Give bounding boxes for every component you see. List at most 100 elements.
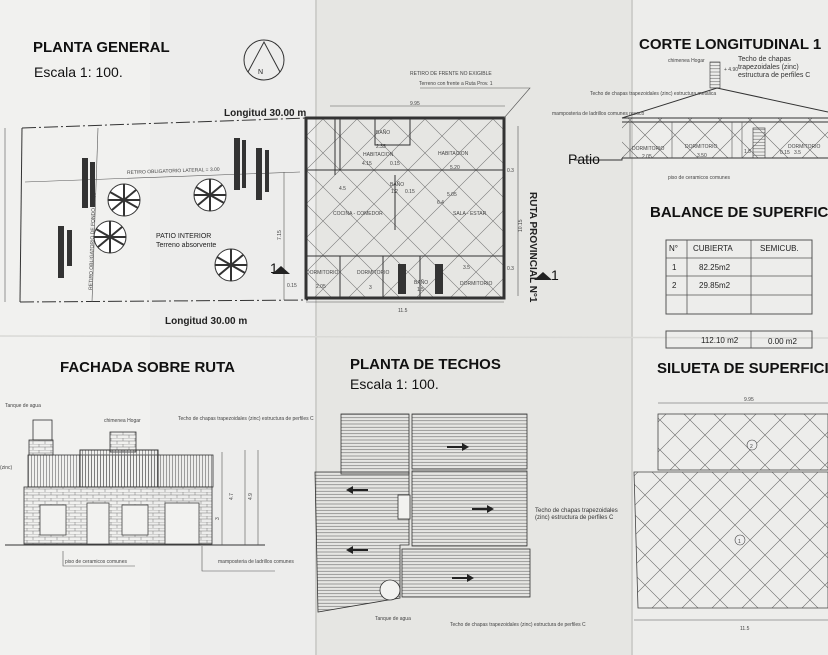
- mamposteria-label: mamposteria de ladrillos comunes revoco: [552, 111, 644, 117]
- dim: 3: [215, 517, 221, 520]
- height-label: + 4.90: [724, 67, 738, 73]
- retiro-lateral-label: RETIRO OBLIGATORIO LATERAL = 3.00: [127, 167, 220, 176]
- corte-room-dormitorio-1: DORMITORIO: [632, 146, 665, 152]
- arrow-left-icon: [346, 486, 368, 494]
- dim: 2.05: [642, 154, 652, 160]
- dim-front-b: 0.3: [507, 266, 514, 272]
- dim: 1.5: [417, 287, 424, 293]
- header-cubierta: CUBIERTA: [693, 244, 733, 253]
- patio-label: Patio: [568, 151, 600, 167]
- cell: 1: [672, 263, 677, 272]
- dim: 3.50: [697, 153, 707, 159]
- room-bano-1: BAÑO: [376, 129, 390, 136]
- fold-line: [0, 335, 828, 339]
- cell: 29.85m2: [699, 281, 731, 290]
- zone-1: [633, 471, 828, 609]
- dim-lot-depth: 7.15: [277, 230, 283, 240]
- room-cocina-comedor: COCINA - COMEDOR: [333, 211, 383, 217]
- planta-general-scale: Escala 1: 100.: [34, 64, 123, 80]
- room-habitacion-1: HABITACION: [363, 152, 394, 158]
- room-labels: BAÑO 2.35 HABITACION 4.15 0.15 HABITACIO…: [306, 129, 493, 293]
- total-semicub: 0.00 m2: [768, 337, 797, 346]
- arrow-right-icon: [472, 505, 494, 513]
- dim-front-a: 0.3: [507, 168, 514, 174]
- arrow-right-icon: [447, 443, 469, 451]
- hedges: [58, 138, 269, 278]
- room-dormitorio-3: DORMITORIO: [460, 281, 493, 287]
- corte-title: CORTE LONGITUDINAL 1: [639, 36, 821, 53]
- room-bano-2: BAÑO: [390, 181, 404, 188]
- section-mark-right: 1: [551, 267, 559, 283]
- dim: 0.15: [780, 150, 790, 156]
- dim: 1.5: [744, 149, 751, 155]
- techo-label: Techo de chapas trapezoidales (zinc) est…: [178, 416, 314, 422]
- terreno-absorvente-label: Terreno absorvente: [156, 242, 216, 249]
- planta-general-title: PLANTA GENERAL: [33, 39, 170, 56]
- piso-label: piso de ceramicos comunes: [668, 175, 730, 181]
- balance-table: N° CUBIERTA SEMICUB. 1 82.25m2 2 29.85m2…: [665, 239, 813, 349]
- techos-title: PLANTA DE TECHOS: [350, 356, 501, 373]
- header-n: N°: [669, 244, 678, 253]
- techo-right-label: Techo de chapas trapezoidales (zinc) est…: [535, 508, 618, 521]
- room-dormitorio-2: DORMITORIO: [357, 270, 390, 276]
- section-arrow-icon: [272, 266, 290, 274]
- length-bottom-label: Longitud 30.00 m: [165, 316, 247, 327]
- corte-room-dormitorio-3: DORMITORIO: [788, 144, 821, 150]
- dim-width-top: 9.95: [744, 397, 754, 403]
- door: [86, 502, 110, 545]
- dim: 3.5: [794, 150, 801, 156]
- planta-general: PLANTA GENERAL Escala 1: 100. N Longitud…: [4, 39, 559, 327]
- techo-left-label: (zinc): [0, 465, 13, 471]
- zone-2-label: 2: [750, 444, 753, 450]
- dim: 4.9: [248, 493, 254, 500]
- tanque-label: Tanque de agua: [5, 403, 41, 409]
- corte-room-dormitorio-2: DORMITORIO: [685, 144, 718, 150]
- dim: 1.2: [391, 189, 398, 195]
- north-arrow-icon: N: [243, 39, 285, 81]
- dim: 4.5: [339, 186, 346, 192]
- silueta-de-superficie: SILUETA DE SUPERFICIE 9.95 2 1 11.5: [633, 360, 828, 632]
- dim-width-top: 9.95: [410, 101, 420, 107]
- slope-arrows: [346, 443, 494, 582]
- header-semicub: SEMICUB.: [760, 244, 799, 253]
- fachada-title: FACHADA SOBRE RUTA: [60, 359, 235, 376]
- dim-left-offset: 0.15: [287, 283, 297, 289]
- dim: 2.05: [316, 284, 326, 290]
- room-dormitorio-1: DORMITORIO: [306, 270, 339, 276]
- length-top-label: Longitud 30.00 m: [224, 108, 306, 119]
- tree-icon: [214, 248, 248, 282]
- chimenea-label: chimenea Hogar: [668, 58, 705, 64]
- techo-bottom-label: Techo de chapas trapezoidales (zinc) est…: [450, 622, 586, 628]
- svg-text:N: N: [258, 69, 263, 76]
- arrow-left-icon: [346, 546, 368, 554]
- retiro-frente-label: RETIRO DE FRENTE NO EXIGIBLE: [410, 71, 492, 77]
- ruta-provincial-label: RUTA PROVINCIAL N°1: [527, 192, 538, 303]
- balance-de-superficie: BALANCE DE SUPERFICIE N° CUBIERTA SEMICU…: [650, 204, 828, 349]
- room-habitacion-2: HABITACION: [438, 151, 469, 157]
- lot-boundary: [4, 117, 309, 303]
- techo-right-label: Techo de chapas trapezoidales (zinc) est…: [738, 56, 811, 80]
- window: [121, 504, 149, 536]
- tree-icon: [93, 220, 127, 254]
- dim: 3: [369, 285, 372, 291]
- mamposteria-label: mamposteria de ladrillos comunes: [218, 559, 294, 565]
- cell: 82.25m2: [699, 263, 731, 272]
- cell: 2: [672, 281, 677, 290]
- dim: 2.35: [376, 144, 386, 150]
- dim: 5.20: [450, 165, 460, 171]
- room-bano-3: BAÑO: [414, 279, 428, 286]
- section-mark-left: 1: [270, 260, 278, 276]
- chimenea-label: chimenea Hogar: [104, 418, 141, 424]
- corte-longitudinal: CORTE LONGITUDINAL 1 Patio chimenea Hoga…: [552, 36, 828, 181]
- door: [164, 502, 200, 545]
- tanque-label: Tanque de agua: [375, 616, 411, 622]
- dim: 3.5: [463, 265, 470, 271]
- fachada-sobre-ruta: FACHADA SOBRE RUTA 3 4.7 4.9 Tanque de a…: [0, 359, 314, 572]
- room-sala-estar: SALA - ESTAR: [453, 211, 487, 217]
- dim-depth: 10.15: [518, 219, 524, 232]
- dim: 5.05: [447, 192, 457, 198]
- house-floor-plan: [304, 116, 506, 300]
- window: [39, 504, 67, 536]
- silueta-title: SILUETA DE SUPERFICIE: [657, 360, 828, 377]
